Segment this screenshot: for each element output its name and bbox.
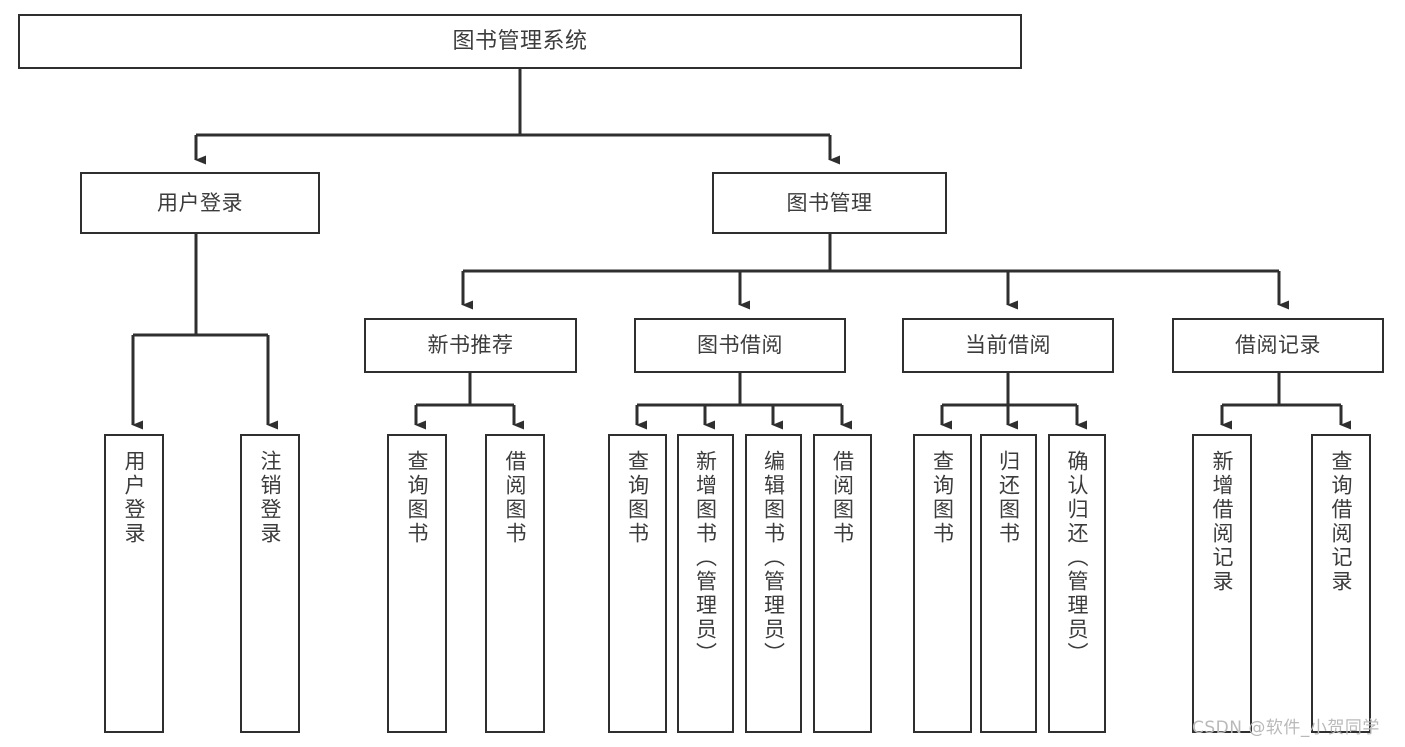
node-label: 新增图书（管理员） [693, 450, 718, 666]
node-root-system[interactable]: 图书管理系统 [18, 14, 1022, 69]
node-book-borrow[interactable]: 图书借阅 [634, 318, 846, 373]
node-label: 查询图书 [625, 450, 650, 546]
leaf-borrow-book-recommend[interactable]: 借阅图书 [485, 434, 545, 733]
leaf-query-book-borrow[interactable]: 查询图书 [608, 434, 667, 733]
leaf-query-book-recommend[interactable]: 查询图书 [387, 434, 447, 733]
node-label: 新增借阅记录 [1210, 450, 1235, 594]
leaf-add-book-admin[interactable]: 新增图书（管理员） [677, 434, 734, 733]
node-label: 编辑图书（管理员） [761, 450, 786, 666]
node-label: 用户登录 [157, 190, 243, 215]
node-label: 借阅图书 [503, 450, 528, 546]
leaf-return-book[interactable]: 归还图书 [980, 434, 1037, 733]
watermark: CSDN @软件_小贺同学 [1192, 718, 1380, 738]
node-borrow-record[interactable]: 借阅记录 [1172, 318, 1384, 373]
node-label: 查询借阅记录 [1329, 450, 1354, 594]
node-label: 借阅图书 [830, 450, 855, 546]
leaf-confirm-return-admin[interactable]: 确认归还（管理员） [1048, 434, 1106, 733]
leaf-edit-book-admin[interactable]: 编辑图书（管理员） [745, 434, 802, 733]
node-label: 查询图书 [405, 450, 430, 546]
node-user-login[interactable]: 用户登录 [80, 172, 320, 234]
node-book-management[interactable]: 图书管理 [712, 172, 947, 234]
node-label: 当前借阅 [965, 333, 1051, 358]
node-label: 新书推荐 [427, 333, 514, 358]
node-label: 图书管理 [786, 190, 873, 215]
node-label: 查询图书 [930, 450, 955, 546]
node-label: 图书借阅 [697, 333, 783, 358]
leaf-query-borrow-record[interactable]: 查询借阅记录 [1311, 434, 1371, 733]
leaf-borrow-book[interactable]: 借阅图书 [813, 434, 872, 733]
leaf-user-logout[interactable]: 注销登录 [240, 434, 300, 733]
node-label: 确认归还（管理员） [1065, 450, 1090, 666]
leaf-add-borrow-record[interactable]: 新增借阅记录 [1192, 434, 1252, 733]
node-current-borrow[interactable]: 当前借阅 [902, 318, 1114, 373]
node-label: 注销登录 [258, 450, 283, 546]
node-label: 归还图书 [996, 450, 1021, 546]
node-label: 用户登录 [122, 450, 147, 546]
node-new-book-recommend[interactable]: 新书推荐 [364, 318, 577, 373]
node-label: 图书管理系统 [452, 28, 588, 54]
leaf-user-login[interactable]: 用户登录 [104, 434, 164, 733]
leaf-query-book-current[interactable]: 查询图书 [913, 434, 972, 733]
node-label: 借阅记录 [1235, 333, 1321, 358]
